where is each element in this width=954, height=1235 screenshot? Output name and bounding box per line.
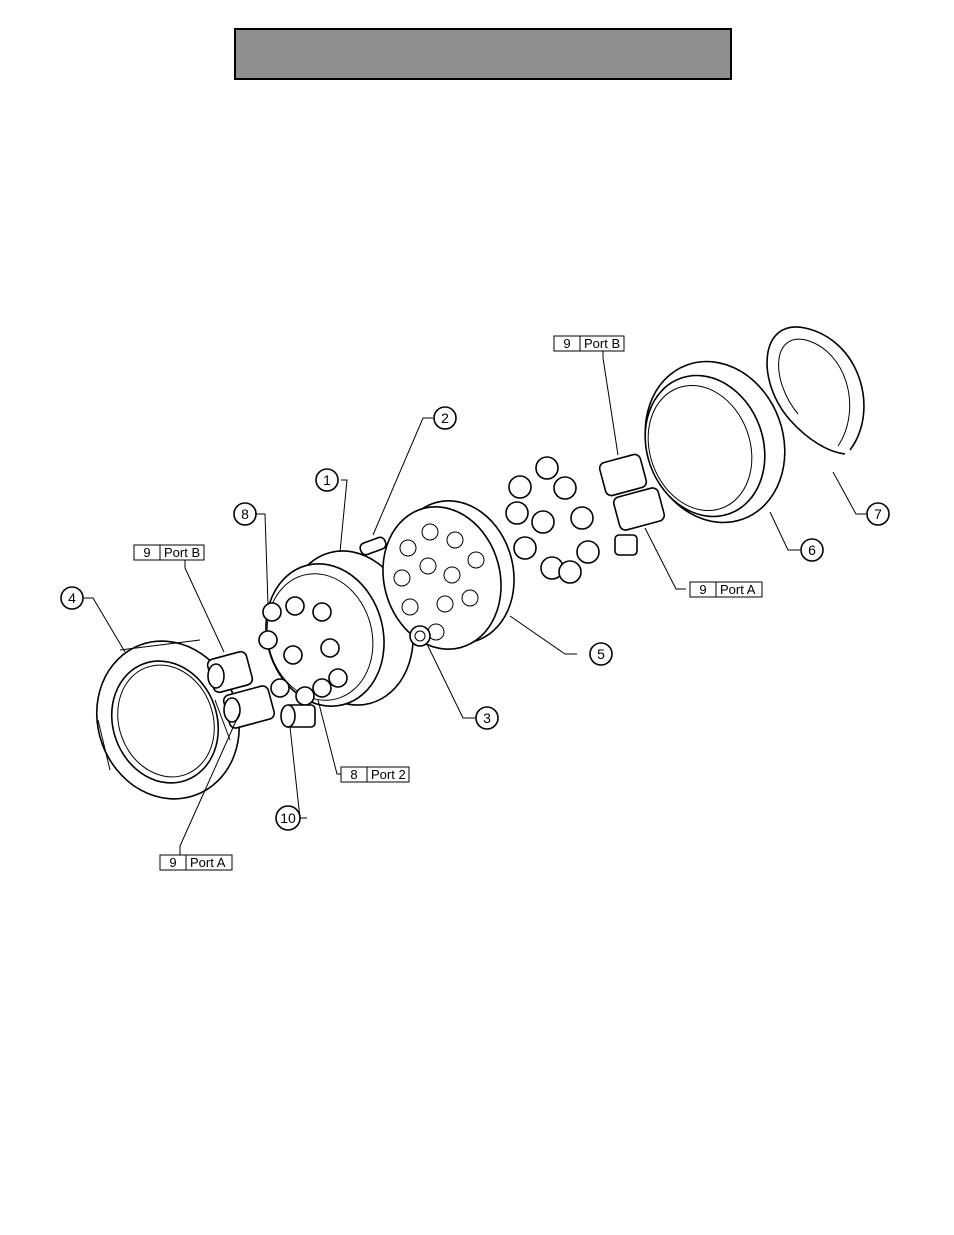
tag-item: 8 <box>350 767 357 782</box>
tag-port: Port 2 <box>371 767 406 782</box>
balloon-5-text: 5 <box>597 646 605 662</box>
balloon-3: 3 <box>475 706 499 730</box>
balloon-10: 10 <box>275 805 301 831</box>
balloon-1-text: 1 <box>323 472 331 488</box>
balloon-3-text: 3 <box>483 710 491 726</box>
tag-item: 9 <box>143 545 150 560</box>
balloon-2: 2 <box>433 406 457 430</box>
tag-8-port-2: 8 Port 2 <box>340 766 410 783</box>
balloon-1: 1 <box>315 468 339 492</box>
balloon-7-text: 7 <box>874 506 882 522</box>
tag-item: 9 <box>169 855 176 870</box>
balloon-8-text: 8 <box>241 506 249 522</box>
balloon-4: 4 <box>60 586 84 610</box>
hex-nut-part-4 <box>95 639 241 800</box>
tag-item: 9 <box>699 582 706 597</box>
balloon-10-text: 10 <box>280 810 296 826</box>
tag-port: Port B <box>164 545 200 560</box>
plugs-part-8 <box>258 596 348 706</box>
balloon-2-text: 2 <box>441 410 449 426</box>
balloon-6-text: 6 <box>808 542 816 558</box>
tag-port: Port A <box>190 855 226 870</box>
tag-9-port-b-right: 9 Port B <box>553 335 625 352</box>
bushing-part-3 <box>409 625 431 647</box>
tag-9-port-a-left: 9 Port A <box>159 854 233 871</box>
snap-ring-part-7 <box>766 326 865 455</box>
tag-9-port-a-right: 9 Port A <box>689 581 763 598</box>
tag-port: Port A <box>720 582 756 597</box>
tag-9-port-b-left: 9 Port B <box>133 544 205 561</box>
balloon-4-text: 4 <box>68 590 76 606</box>
title-bar <box>234 28 732 80</box>
fitting-part-9-right <box>505 453 666 584</box>
plate-part-5 <box>382 500 515 650</box>
plug-part-10 <box>280 704 316 728</box>
hex-nut-part-6 <box>644 360 786 524</box>
leader-lines <box>83 350 866 855</box>
balloon-7: 7 <box>866 502 890 526</box>
tag-item: 9 <box>563 336 570 351</box>
fitting-part-9-left <box>206 650 276 729</box>
balloon-5: 5 <box>589 642 613 666</box>
pin-part-2 <box>359 536 387 556</box>
tag-port: Port B <box>584 336 620 351</box>
balloon-6: 6 <box>800 538 824 562</box>
balloon-8: 8 <box>233 502 257 526</box>
